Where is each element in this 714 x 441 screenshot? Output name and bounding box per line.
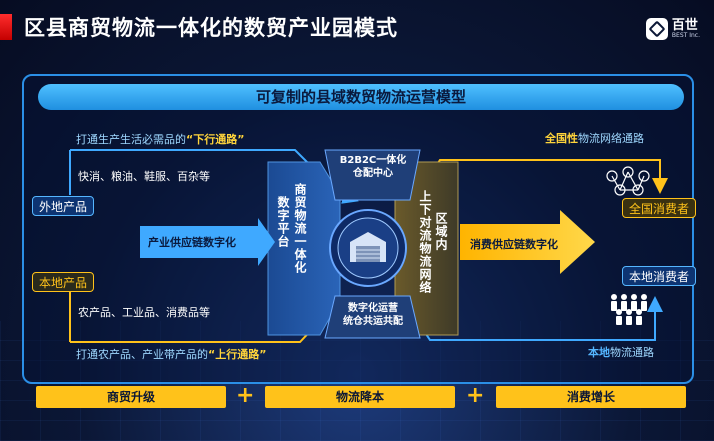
network-people-icon (606, 166, 650, 196)
local-network-suffix: 物流通路 (610, 346, 654, 359)
footer-box-trade: 商贸升级 (36, 386, 226, 408)
left-vertical-label-1: 商贸物流一体化 (293, 183, 307, 274)
plus-icon-1: + (236, 383, 255, 408)
local-goods-label: 农产品、工业品、消费品等 (78, 306, 210, 319)
footer-box-logistics: 物流降本 (265, 386, 455, 408)
supply-chain-arrow (140, 218, 275, 266)
consumer-chain-label: 消费供应链数字化 (470, 238, 558, 251)
logo-name-en: BEST Inc. (671, 32, 700, 39)
brand-logo: 百世 BEST Inc. (645, 18, 700, 40)
warehouse-icon (350, 232, 386, 262)
plus-icon-2: + (466, 383, 485, 408)
left-vertical-label-2: 数字平台 (276, 196, 290, 248)
center-top-hex (324, 149, 421, 201)
local-network-highlight: 本地 (588, 346, 610, 359)
page-title: 区县商贸物流一体化的数贸产业园模式 (24, 16, 398, 40)
center-bottom-hex (324, 295, 421, 339)
up-route-prefix: 打通农产品、产业带产品的 (76, 348, 208, 361)
down-route-prefix: 打通生产生活必需品的 (76, 133, 186, 146)
right-vertical-label-2: 区域内 (434, 212, 448, 251)
center-bottom-label: 数字化运营 统仓共运共配 (343, 303, 403, 327)
header: 区县商贸物流一体化的数贸产业园模式 百世 BEST Inc. (0, 6, 714, 46)
up-route-highlight: “上行通路” (208, 348, 267, 361)
national-network-label: 全国性物流网络通路 (545, 130, 644, 146)
down-route-highlight: “下行通路” (186, 133, 245, 146)
supply-chain-label: 产业供应链数字化 (148, 236, 236, 249)
title-accent-bar (0, 14, 12, 40)
local-network-label: 本地物流通路 (588, 344, 654, 360)
consumer-chain-arrow (460, 210, 595, 274)
down-goods-label: 快消、粮油、鞋服、百杂等 (78, 170, 210, 183)
right-vertical-label-1: 上下对流物流网络 (418, 190, 432, 294)
logo-icon (645, 18, 668, 40)
up-route-label: 打通农产品、产业带产品的“上行通路” (76, 346, 266, 362)
model-banner: 可复制的县域数贸物流运营模型 (38, 84, 684, 110)
down-route-label: 打通生产生活必需品的“下行通路” (76, 131, 244, 147)
local-people-icon (611, 294, 647, 325)
local-products-box: 本地产品 (32, 272, 95, 292)
center-top-label: B2B2C一体化 仓配中心 (339, 155, 407, 179)
local-consumers-box: 本地消费者 (622, 266, 697, 286)
logo-name: 百世 (671, 18, 698, 33)
national-network-suffix: 物流网络通路 (578, 132, 644, 145)
outside-products-box: 外地产品 (32, 196, 95, 216)
footer-box-consumption: 消费增长 (496, 386, 686, 408)
national-network-highlight: 全国性 (545, 132, 578, 145)
national-consumers-box: 全国消费者 (622, 198, 697, 218)
